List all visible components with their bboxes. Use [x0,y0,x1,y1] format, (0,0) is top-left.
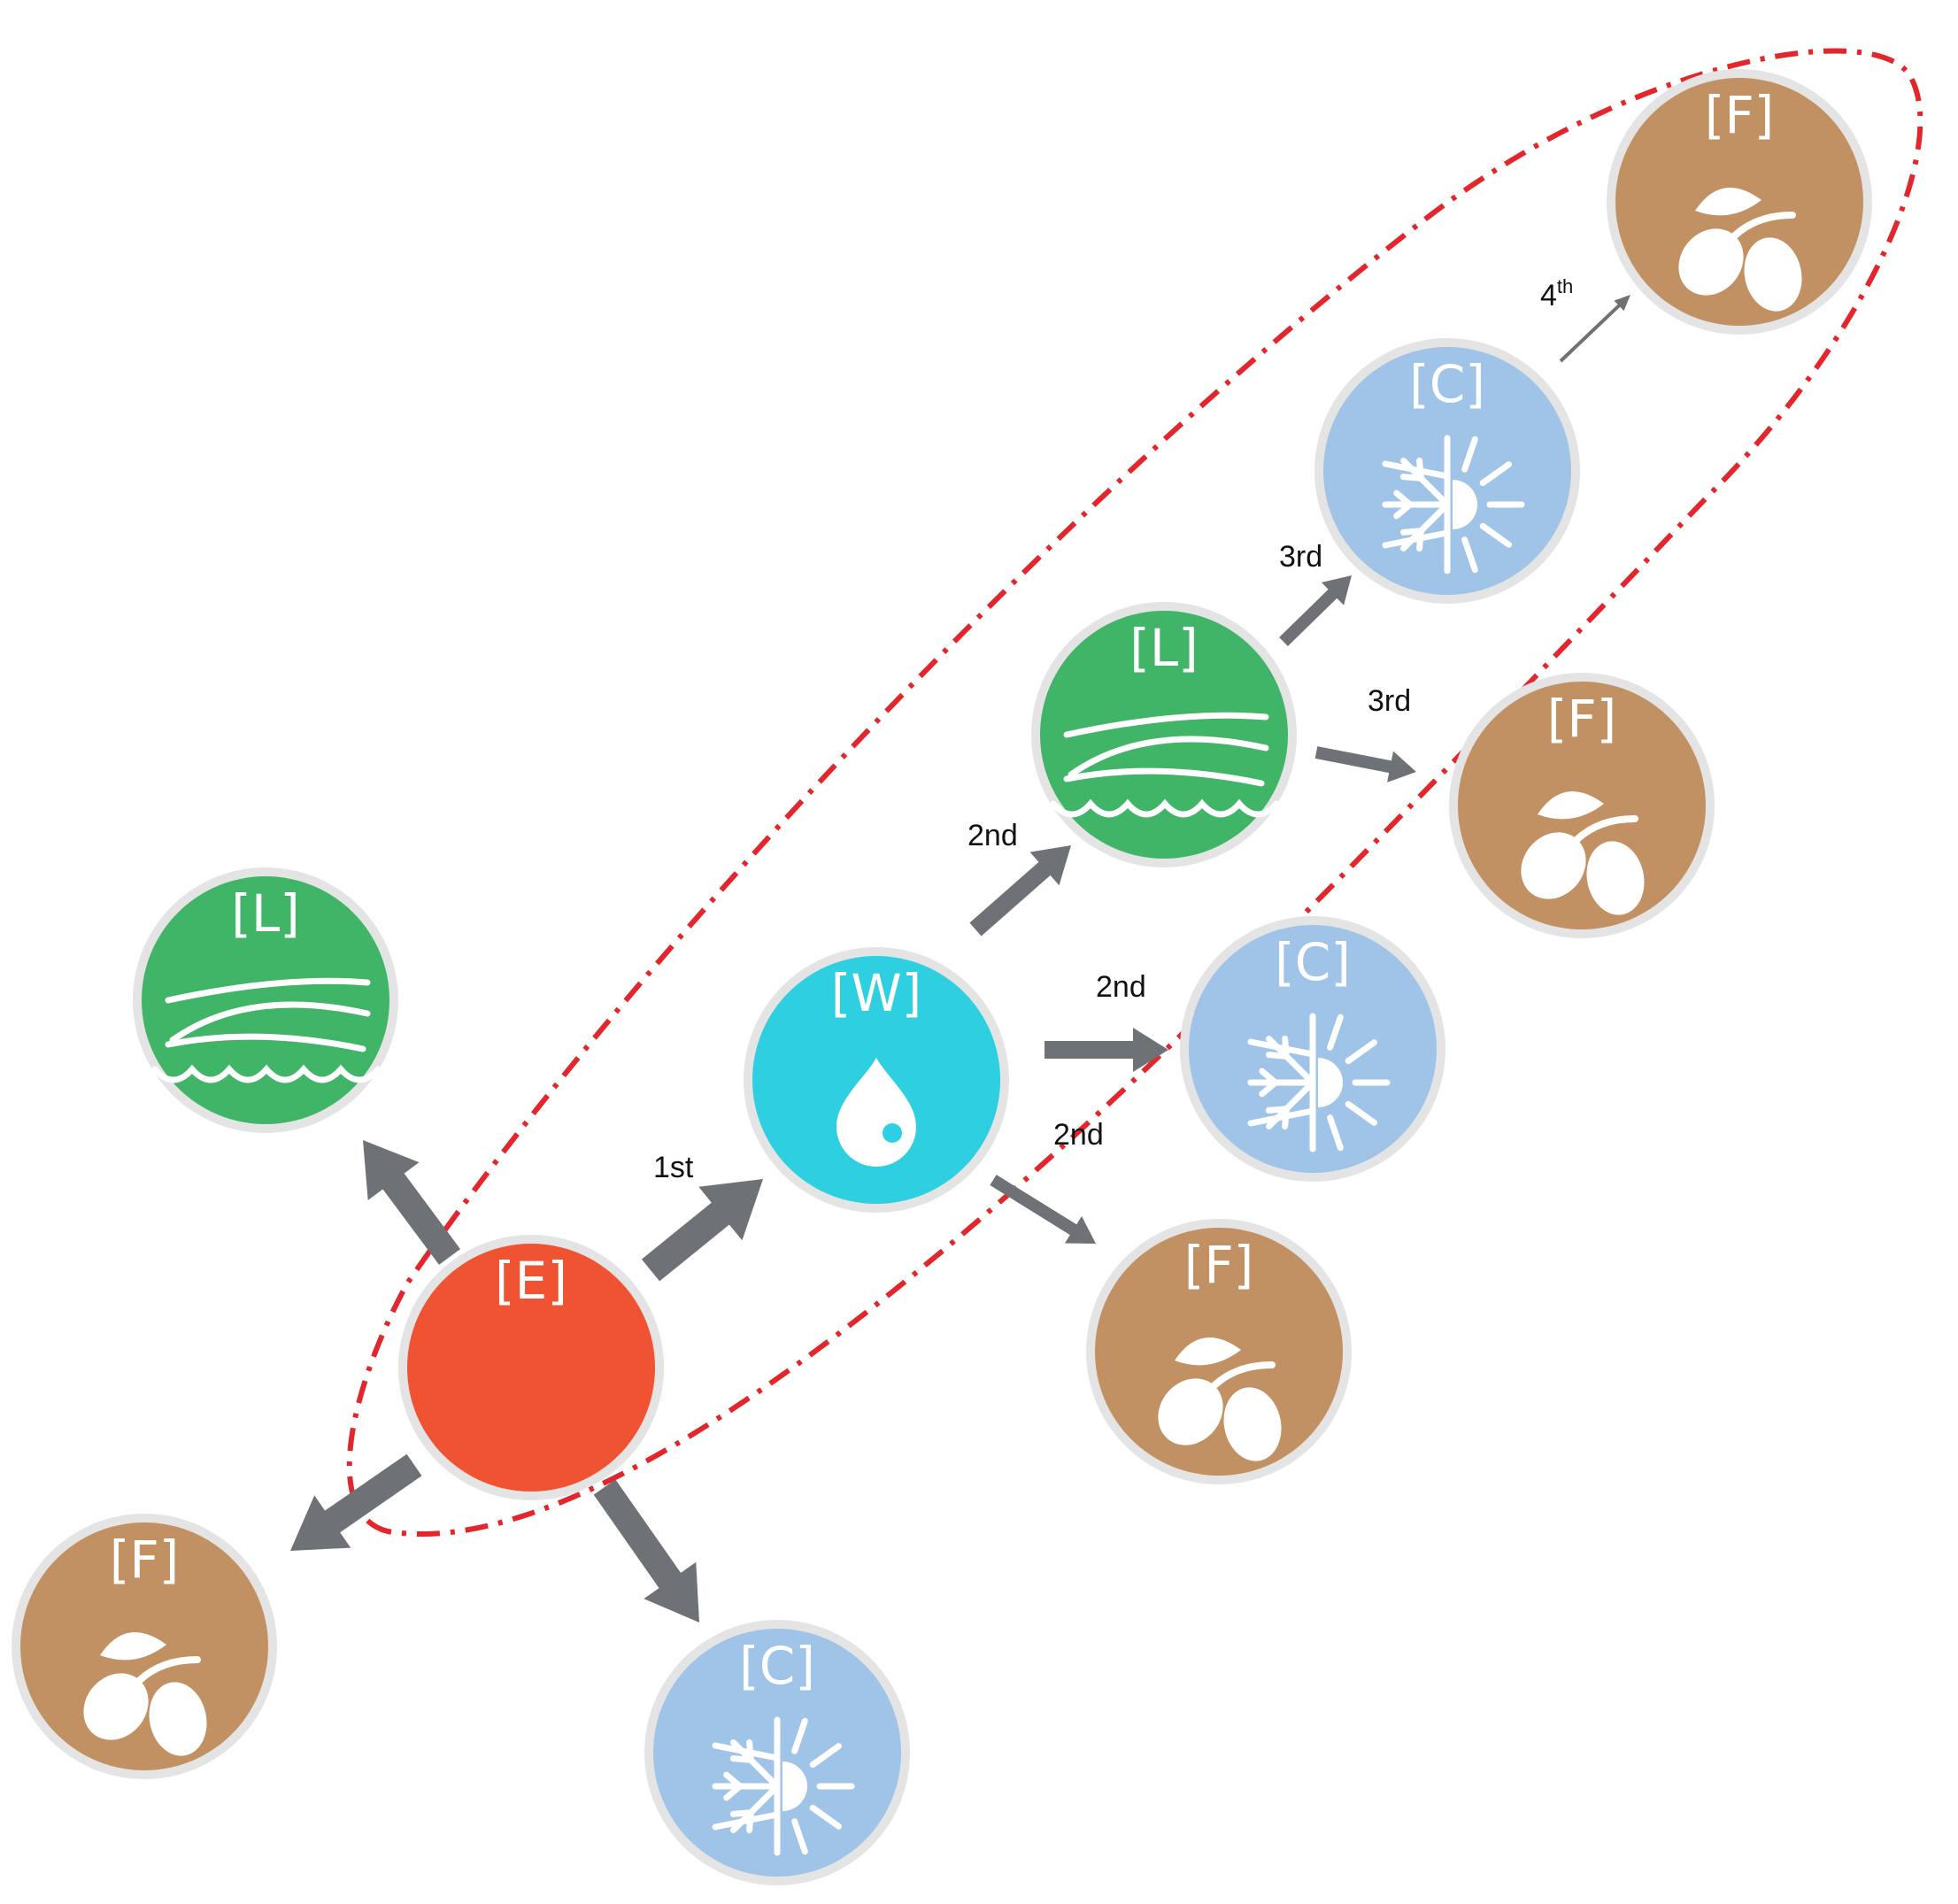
node-circle [142,876,389,1124]
climate-icon [712,1716,855,1856]
node-food-f-left: [F] [12,1514,277,1779]
arrow-c-top-to-f-top [1559,295,1630,363]
node-food-f-top: [F] [1607,69,1872,335]
edge-label: 2nd [967,819,1018,852]
arrow-e-to-l-left [363,1140,460,1265]
land-icon [151,977,382,1083]
node-energy-e: [E] [398,1235,664,1500]
node-label: [F] [1184,1235,1254,1295]
node-label: [L] [231,883,300,944]
edge-label: 2nd [1053,1118,1104,1152]
node-climate-c-mid: [C] [1180,916,1445,1182]
arrow-w-to-l-mid [969,845,1071,937]
arrow-e-to-w [641,1179,763,1282]
edge-label: 3rd [1368,684,1411,718]
food-icon [1678,188,1802,312]
node-label: [C] [1275,932,1351,992]
node-label: [F] [1547,689,1617,749]
arrow-w-to-c-mid [1045,1028,1168,1072]
water-drop-icon [836,1058,916,1167]
edge-label: 3rd [1279,540,1322,574]
edge-labels-layer: 1st 2nd 2nd 2nd 3rd 3rd 4th [653,275,1573,1184]
node-circle [407,1244,655,1492]
node-food-f-right: [F] [1449,673,1715,938]
highlighted-pathway-outline [346,48,1923,1537]
node-water-w: [W] [744,947,1009,1213]
edge-label: 4th [1540,275,1573,312]
land-icon [1050,712,1280,818]
edge-label: 2nd [1096,970,1146,1004]
node-label: [E] [495,1251,567,1311]
node-land-l-left: [L] [133,867,398,1133]
arrow-e-to-f-left [290,1453,422,1551]
node-label: [L] [1129,618,1199,678]
food-icon [83,1632,207,1756]
node-label: [F] [110,1530,180,1590]
node-label: [C] [739,1636,815,1696]
arrow-l-mid-to-c-top [1279,575,1352,646]
climate-icon [1247,1013,1391,1152]
arrows-layer [290,295,1630,1623]
arrow-l-mid-to-f-right [1314,746,1416,782]
food-icon [1158,1337,1282,1461]
node-label: [F] [1705,85,1775,145]
node-label: [W] [831,963,922,1023]
nodes-layer: [E] [W] [L] [F] [C] [L] [C] [F] [C] [F] [F] [12,69,1872,1885]
edge-label: 1st [653,1151,694,1184]
node-land-l-mid: [L] [1031,602,1297,867]
highlight-layer [346,48,1923,1537]
node-food-f-mid: [F] [1086,1219,1352,1484]
node-climate-c-bottom: [C] [644,1620,910,1885]
arrow-w-to-f-mid [990,1175,1096,1244]
food-icon [1521,791,1645,915]
node-label: [C] [1409,354,1485,414]
arrow-e-to-c-bottom [593,1479,699,1623]
node-climate-c-top: [C] [1314,338,1580,604]
node-circle [1040,611,1288,859]
climate-icon [1382,435,1525,574]
